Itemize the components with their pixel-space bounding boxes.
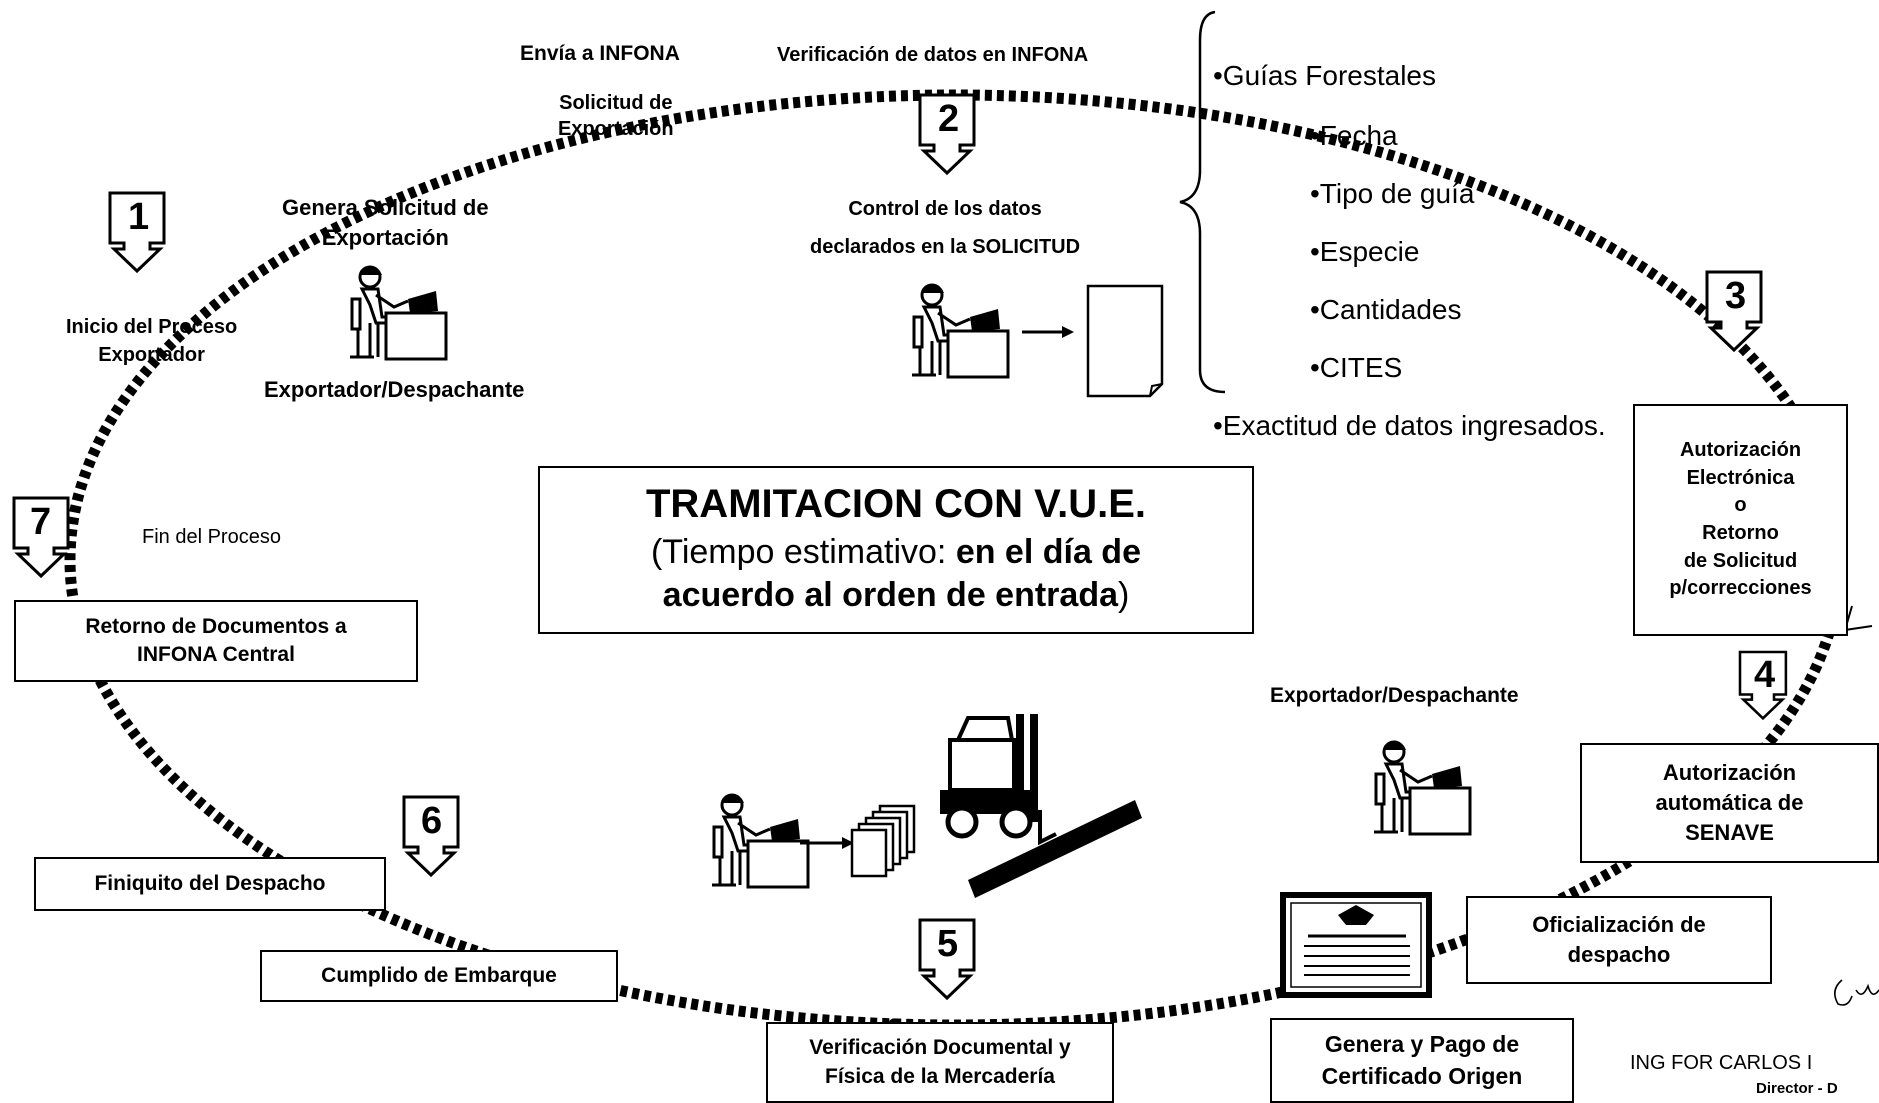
person-at-desk-icon [1372, 740, 1472, 836]
forklift-icon [940, 714, 1142, 898]
step-number-6: 6 [421, 800, 443, 842]
signature-name: ING FOR CARLOS I [1630, 1052, 1813, 1074]
checklist-guias-forestales: •Guías Forestales [1213, 60, 1437, 91]
document-stack-icon [850, 804, 916, 878]
certificate-icon [1280, 892, 1432, 998]
person-at-desk-icon [348, 265, 448, 361]
step-number-4: 4 [1754, 654, 1776, 696]
checklist-item: •Cantidades [1310, 294, 1462, 325]
cumplido-embarque-box: Cumplido de Embarque [260, 950, 618, 1002]
signature-mark [1834, 979, 1879, 1006]
person-at-desk-icon [710, 793, 810, 889]
person-at-desk-icon [910, 283, 1010, 379]
step-number-5: 5 [937, 923, 959, 965]
envia-label: Envía a INFONA [520, 42, 680, 65]
checklist-item: •Fecha [1310, 120, 1398, 151]
checklist-exactitud: •Exactitud de datos ingresados. [1213, 410, 1606, 441]
step-number-2: 2 [938, 98, 960, 140]
finiquito-despacho-box: Finiquito del Despacho [34, 857, 386, 911]
tramitacion-vue-box: TRAMITACION CON V.U.E. (Tiempo estimativ… [538, 466, 1254, 634]
tramitacion-title: TRAMITACION CON V.U.E. [645, 482, 1147, 526]
signature-title: Director - D [1756, 1080, 1838, 1097]
curly-brace-icon [1179, 10, 1226, 394]
step-number-1: 1 [128, 196, 150, 238]
exportador-despachante-label-2: Exportador/Despachante [1270, 684, 1519, 707]
document-icon [1086, 284, 1164, 398]
step-number-3: 3 [1725, 275, 1747, 317]
autorizacion-electronica-box: Autorización Electrónica o Retorno de So… [1633, 404, 1848, 636]
exportador-despachante-label: Exportador/Despachante [264, 377, 525, 402]
step-number-7: 7 [30, 501, 52, 543]
fin-proceso-label: Fin del Proceso [142, 526, 281, 548]
checklist-item: •Tipo de guía [1310, 178, 1475, 209]
checklist-item: •CITES [1310, 352, 1403, 383]
verificacion-infona-label: Verificación de datos en INFONA [777, 44, 1089, 66]
checklist-item: •Especie [1310, 236, 1420, 267]
